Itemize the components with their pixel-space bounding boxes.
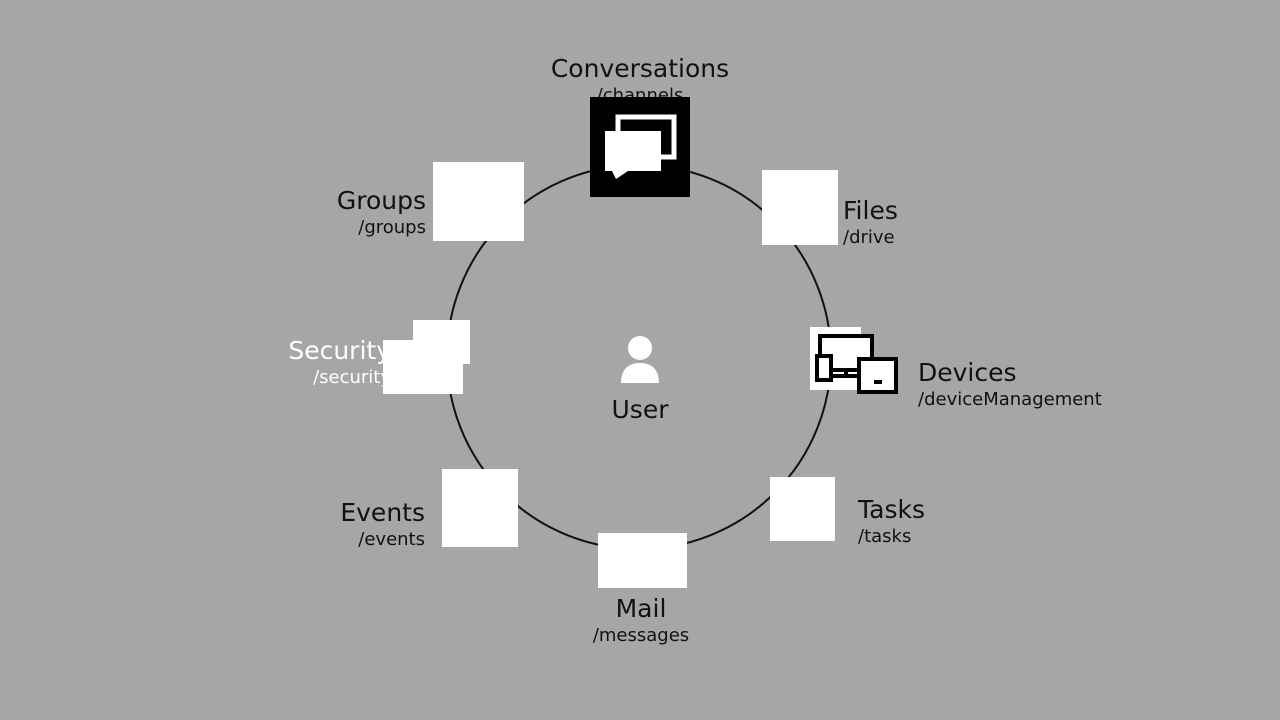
groups-label: Groups /groups [337,188,426,237]
security-label: Security /security [288,338,391,387]
files-name: Files [843,196,898,225]
devices-name: Devices [918,358,1017,387]
tasks-name: Tasks [858,495,925,524]
groups-tile[interactable] [433,162,524,241]
devices-icon [815,334,898,394]
security-tile-bottom[interactable] [383,340,463,394]
mail-label: Mail /messages [593,596,689,645]
files-tile[interactable] [762,170,838,245]
tasks-label: Tasks /tasks [858,497,925,546]
user-label: User [611,395,669,424]
conversations-name: Conversations [550,54,730,83]
tasks-tile[interactable] [770,477,835,541]
mail-path: /messages [592,625,690,646]
security-name: Security [288,336,391,365]
events-tile[interactable] [442,469,518,547]
chat-icon [605,114,677,179]
files-path: /drive [843,227,895,248]
groups-path: /groups [358,217,426,238]
user-icon [621,336,659,383]
events-label: Events /events [340,500,425,549]
devices-label: Devices /deviceManagement [918,360,1102,409]
mail-tile[interactable] [598,533,687,588]
groups-name: Groups [336,186,426,215]
tasks-path: /tasks [858,526,912,547]
conversations-tile[interactable] [590,97,690,197]
files-label: Files /drive [843,198,898,247]
events-name: Events [340,498,425,527]
security-path: /security [313,367,391,388]
devices-path: /deviceManagement [918,389,1102,410]
mail-name: Mail [615,594,667,623]
events-path: /events [358,529,425,550]
